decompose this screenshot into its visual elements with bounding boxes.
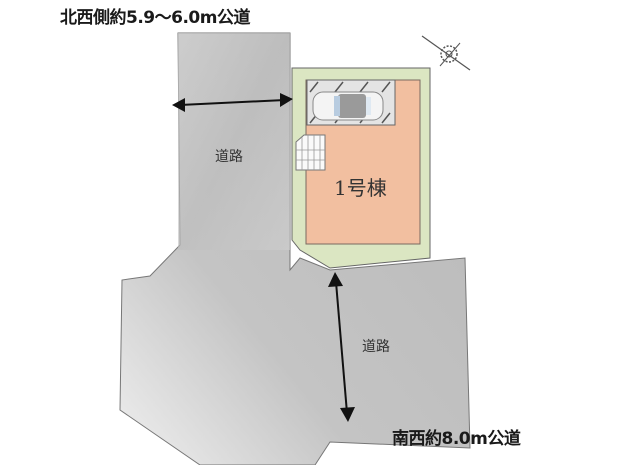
width-arrow-northwest (172, 93, 293, 112)
building-label: 1号棟 (334, 176, 387, 200)
northwest-road-label: 北西側約5.9～6.0m公道 (60, 8, 250, 28)
width-arrow-southwest (328, 272, 355, 422)
road-label-upper: 道路 (215, 149, 243, 165)
road-label-lower: 道路 (362, 339, 390, 355)
car-icon (312, 91, 384, 121)
southwest-road-label: 南西約8.0m公道 (392, 429, 521, 449)
compass-north-arrow-icon (421, 35, 471, 71)
entrance-steps-icon (295, 134, 326, 171)
